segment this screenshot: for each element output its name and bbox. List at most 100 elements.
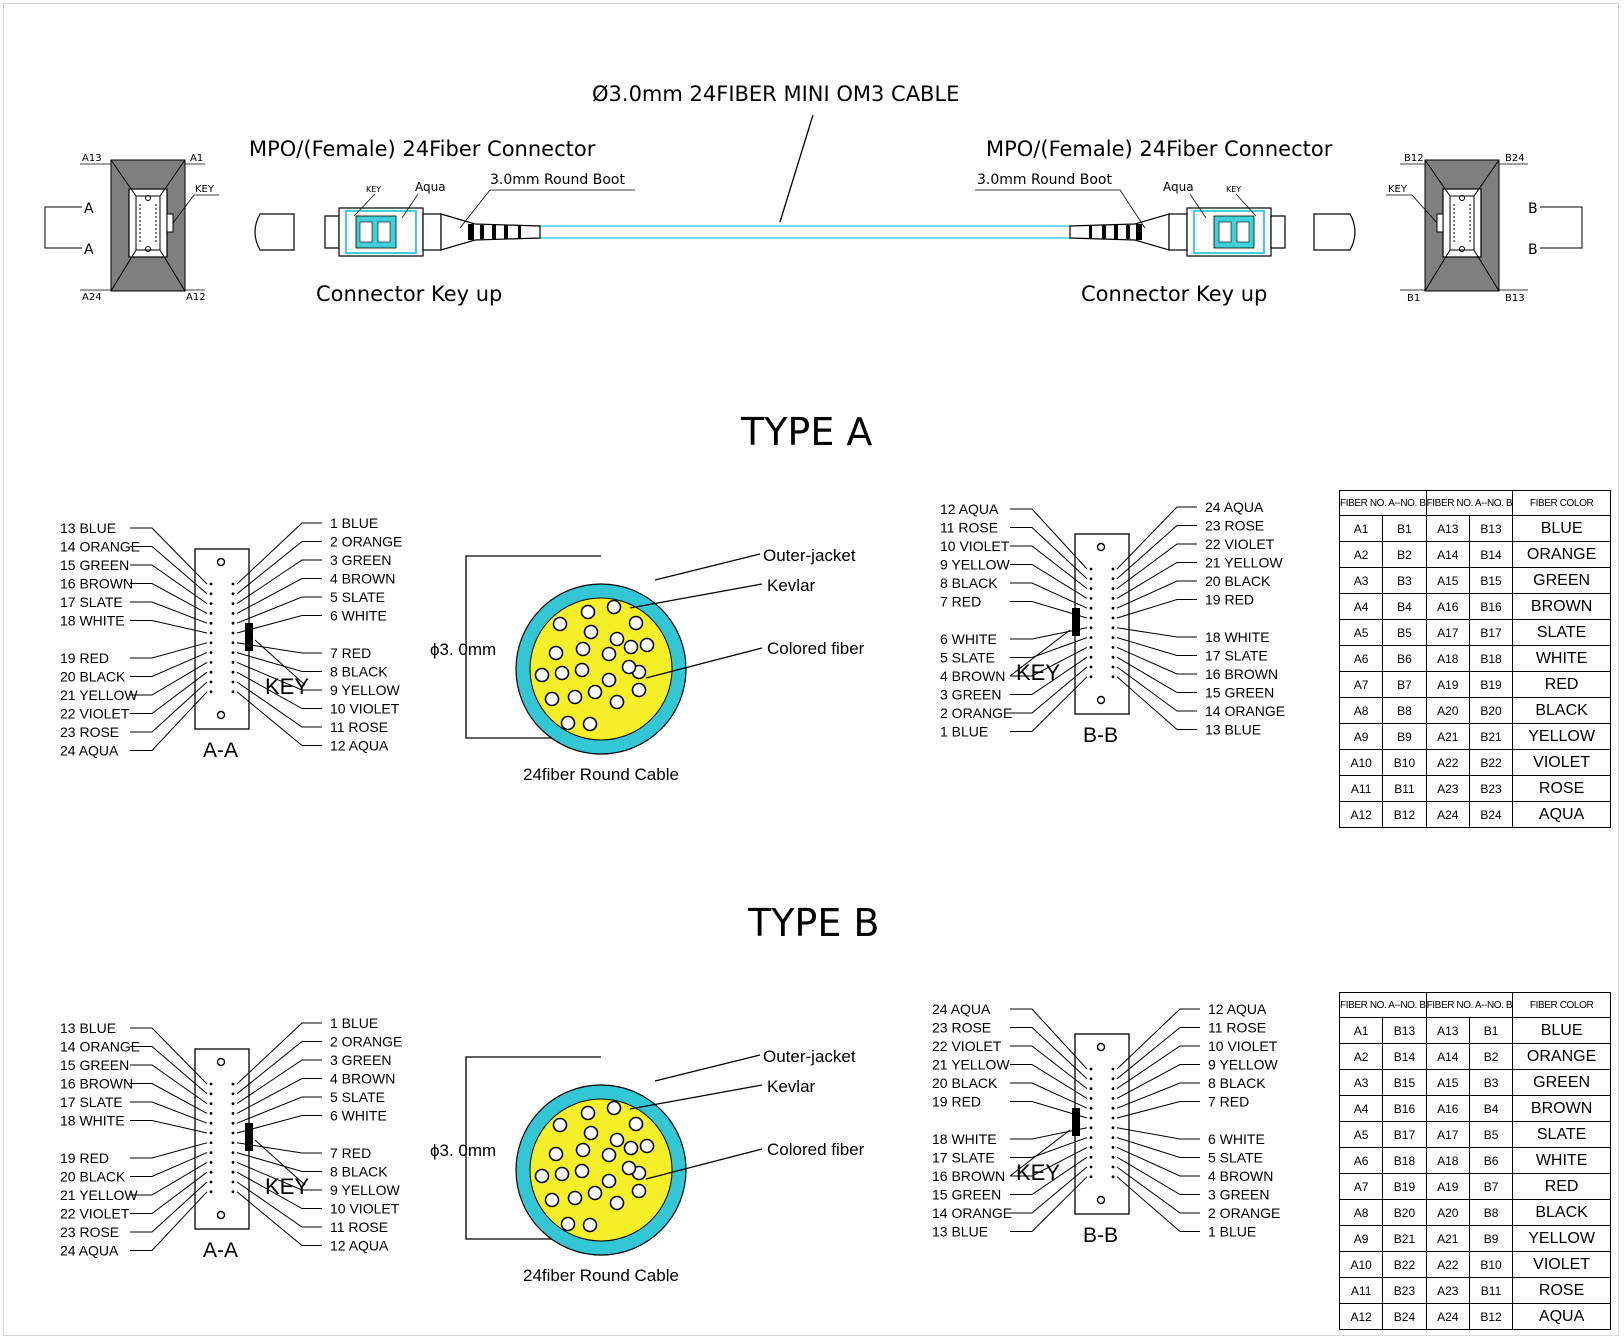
- aqua-label-right: Aqua: [1163, 180, 1194, 194]
- fiber-number-cell: A8: [1338, 697, 1384, 724]
- fiber-dot: [1089, 1097, 1093, 1100]
- fiber-dot: [1111, 1067, 1115, 1071]
- fiber-color-cell: GREEN: [1512, 1069, 1611, 1096]
- fiber-strand: [601, 1173, 617, 1189]
- fiber-leader-right: [1116, 646, 1197, 675]
- section-a-label-bottom: A: [84, 242, 94, 258]
- fiber-label-right: 4 BROWN: [330, 571, 395, 587]
- fiber-number-cell: A9: [1338, 1225, 1384, 1252]
- guide-hole: [216, 1210, 226, 1220]
- fiber-label-right: 21 YELLOW: [1205, 555, 1283, 571]
- fiber-strand: [631, 682, 647, 698]
- fiber-number-cell: B2: [1468, 1043, 1514, 1070]
- fiber-number-cell: A15: [1425, 567, 1470, 594]
- fiber-dot: [231, 1190, 235, 1194]
- fiber-number-cell: A13: [1425, 515, 1470, 542]
- key-up-label-right: Connector Key up: [1081, 282, 1267, 306]
- fiber-number-cell: A17: [1425, 619, 1470, 646]
- fiber-dot: [231, 1161, 235, 1164]
- fiber-number-cell: B16: [1468, 593, 1514, 620]
- fiber-leader-left: [1010, 1101, 1088, 1119]
- fiber-number-cell: A20: [1425, 697, 1470, 724]
- fiber-strand: [583, 624, 599, 640]
- fiber-dot: [1111, 646, 1115, 649]
- fiber-label-right: 11 ROSE: [330, 719, 388, 735]
- fiber-dot: [1111, 1116, 1115, 1120]
- fiber-leader-left: [130, 1101, 208, 1124]
- cable-caption: 24fiber Round Cable: [523, 765, 679, 784]
- table-header: FIBER NO. A--NO. B: [1425, 992, 1514, 1018]
- fiber-label-left: 19 RED: [932, 1094, 981, 1110]
- fiber-label-right: 1 BLUE: [330, 1015, 378, 1031]
- fiber-leader-left: [1010, 637, 1088, 658]
- right-dust-cap: [1313, 213, 1356, 251]
- fiber-dot: [1111, 1106, 1115, 1110]
- fiber-dot: [1111, 567, 1115, 571]
- fiber-dot: [209, 1180, 213, 1184]
- connector-label-right: MPO/(Female) 24Fiber Connector: [986, 137, 1333, 161]
- fiber-dot: [209, 1161, 213, 1164]
- fiber-label-left: 22 VIOLET: [60, 706, 130, 722]
- diameter-bracket: [465, 555, 601, 739]
- fiber-dot: [231, 661, 235, 664]
- fiber-number-cell: B22: [1468, 749, 1514, 776]
- fiber-dot: [231, 1121, 235, 1125]
- fiber-label-right: 2 ORANGE: [330, 1034, 402, 1050]
- fiber-strand: [575, 641, 591, 657]
- fiber-label-left: 15 GREEN: [60, 557, 129, 573]
- fiber-number-cell: B11: [1468, 1277, 1514, 1304]
- fiber-strand: [587, 684, 603, 700]
- key-label-left-face: KEY: [195, 184, 215, 195]
- fiber-number-cell: B13: [1382, 1017, 1427, 1044]
- fiber-number-cell: B23: [1382, 1277, 1427, 1304]
- fiber-color-cell: GREEN: [1512, 567, 1611, 594]
- fiber-number-cell: B8: [1382, 697, 1427, 724]
- fiber-dot: [209, 690, 213, 694]
- fiber-color-cell: WHITE: [1512, 645, 1611, 672]
- fiber-label-right: 24 AQUA: [1205, 499, 1264, 515]
- fiber-dot: [209, 631, 213, 635]
- fiber-dot: [1111, 1146, 1115, 1149]
- fiber-color-cell: SLATE: [1512, 1121, 1611, 1148]
- fiber-strand: [601, 646, 617, 662]
- cable-assembly: Ø3.0mm 24FIBER MINI OM3 CABLE A13: [44, 82, 1583, 306]
- fiber-label-left: 8 BLACK: [940, 575, 998, 591]
- fiber-number-cell: B24: [1382, 1303, 1427, 1330]
- fiber-number-cell: A14: [1425, 1043, 1470, 1070]
- fiber-label-left: 23 ROSE: [60, 724, 119, 740]
- fiber-label-left: 20 BLACK: [60, 1169, 126, 1185]
- key-label: KEY: [265, 674, 309, 699]
- fiber-leader-right: [236, 1152, 322, 1172]
- fiber-leader-left: [1010, 1082, 1088, 1109]
- fiber-dot: [231, 641, 235, 645]
- fiber-leader-right: [236, 615, 322, 634]
- fiber-label-left: 15 GREEN: [60, 1057, 129, 1073]
- fiber-leader-right: [1116, 1127, 1200, 1140]
- fiber-strand: [639, 1138, 655, 1154]
- fiber-strand: [580, 1105, 596, 1121]
- fiber-leader-left: [1010, 1156, 1088, 1195]
- fiber-number-cell: A21: [1425, 723, 1470, 750]
- fiber-number-cell: B17: [1382, 1121, 1427, 1148]
- fiber-color-cell: BROWN: [1512, 1095, 1611, 1122]
- cable-title: Ø3.0mm 24FIBER MINI OM3 CABLE: [592, 82, 959, 106]
- fiber-label-right: 9 YELLOW: [1208, 1057, 1279, 1073]
- fiber-number-cell: B10: [1468, 1251, 1514, 1278]
- fiber-label-left: 24 AQUA: [932, 1001, 991, 1017]
- fiber-label-left: 5 SLATE: [940, 650, 995, 666]
- fiber-strand: [582, 716, 598, 732]
- pin-b1-label: B1: [1407, 293, 1420, 304]
- fiber-color-cell: BLUE: [1512, 1017, 1611, 1044]
- fiber-leader-left: [130, 1191, 208, 1251]
- fiber-leader-right: [1116, 525, 1197, 580]
- fiber-label-left: 9 YELLOW: [940, 557, 1011, 573]
